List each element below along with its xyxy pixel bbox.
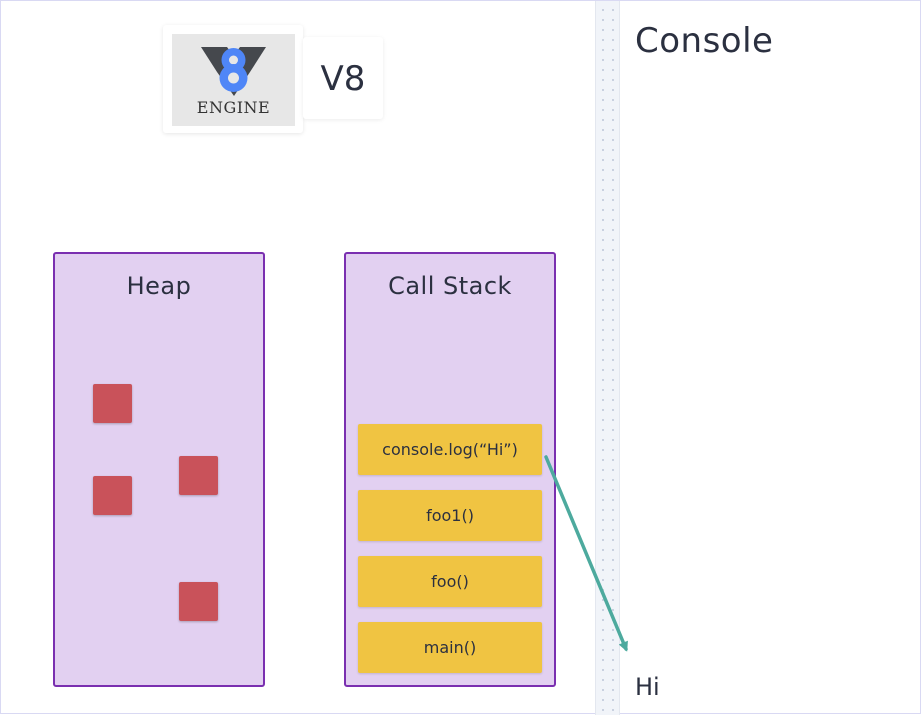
stack-frame-foo: foo()	[358, 556, 542, 607]
console-divider	[595, 1, 620, 715]
stack-frame-console-log: console.log(“Hi”)	[358, 424, 542, 475]
heap-object	[93, 384, 132, 423]
stack-frame-main: main()	[358, 622, 542, 673]
heap-title: Heap	[126, 272, 192, 300]
heap-object	[179, 582, 218, 621]
v8-logo-card: ENGINE	[163, 25, 303, 133]
heap-object	[179, 456, 218, 495]
v8-logo-text: ENGINE	[196, 98, 271, 117]
stack-frame-foo1: foo1()	[358, 490, 542, 541]
v8-logo-background: ENGINE	[172, 34, 295, 126]
heap-object	[93, 476, 132, 515]
call-stack-title: Call Stack	[388, 272, 512, 300]
console-output: Hi	[635, 673, 660, 701]
call-stack-panel: Call Stack console.log(“Hi”) foo1() foo(…	[344, 252, 556, 687]
console-title: Console	[635, 21, 774, 61]
heap-panel: Heap	[53, 252, 265, 687]
v8-title: V8	[320, 59, 366, 99]
v8-logo-icon	[201, 47, 266, 96]
v8-title-card: V8	[303, 37, 383, 119]
